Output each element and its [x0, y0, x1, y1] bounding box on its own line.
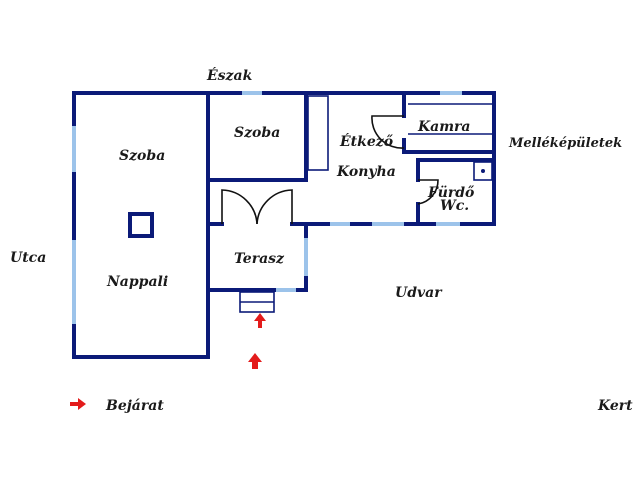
room-label-konyha: Konyha [336, 164, 396, 180]
yard-label: Udvar [395, 285, 443, 301]
doors [221, 115, 439, 225]
room-label-furdo: Fürdő [427, 185, 475, 201]
room-label-wc: Wc. [440, 198, 469, 214]
room-label-kamra: Kamra [417, 119, 471, 135]
outbuildings-label: Melléképületek [508, 136, 622, 151]
north-label: Észak [206, 66, 253, 84]
street-label: Utca [10, 250, 46, 266]
windows [72, 91, 462, 324]
room-label-szoba-left: Szoba [119, 148, 165, 164]
room-label-szoba-mid: Szoba [234, 125, 280, 141]
entrance-arrows [70, 313, 266, 410]
legend-entrance-label: Bejárat [105, 398, 164, 414]
room-label-nappali: Nappali [106, 274, 168, 290]
interior-lines [239, 95, 493, 313]
room-label-terasz: Terasz [234, 251, 285, 267]
labels: Észak Szoba Nappali Szoba Étkező Konyha … [10, 66, 633, 414]
chimney-column [128, 212, 154, 238]
room-label-etkezo: Étkező [339, 132, 394, 150]
legend-arrow-icon [70, 398, 86, 410]
entrance-arrow-main [248, 353, 262, 369]
garden-label: Kert [597, 398, 633, 414]
entrance-arrow-step [254, 313, 266, 328]
